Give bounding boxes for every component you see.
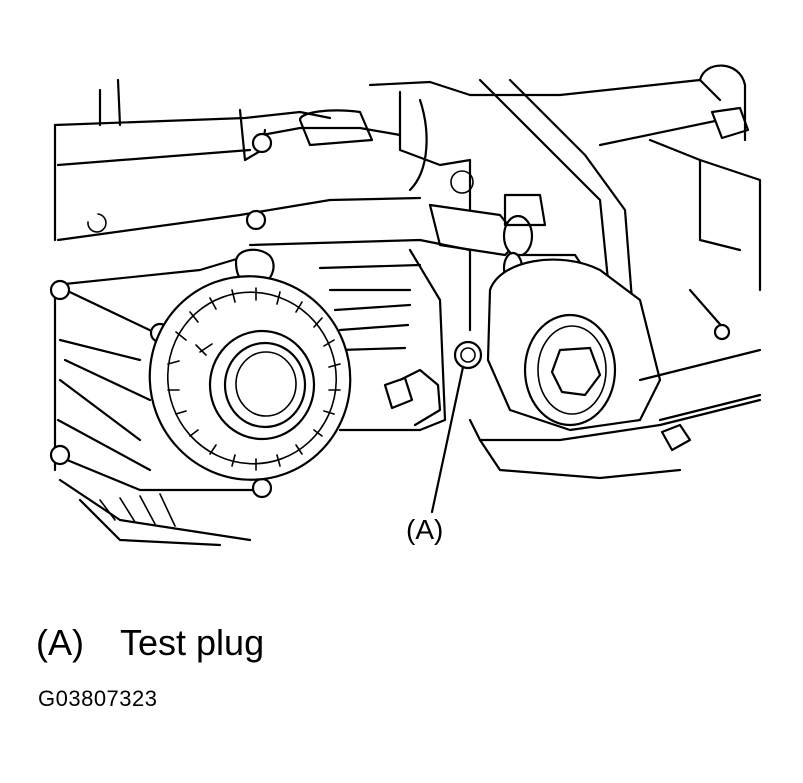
pulley-icon [148, 275, 352, 481]
legend-description: Test plug [120, 622, 265, 663]
engine-line-drawing [49, 64, 762, 547]
callout-label-a: (A) [406, 514, 444, 545]
test-plug-icon [453, 340, 483, 370]
legend-item: (A) Test plug [36, 622, 264, 664]
figure-id: G03807323 [38, 686, 158, 711]
legend-key: (A) [36, 622, 84, 663]
callout-leader [430, 365, 465, 514]
oil-filter-icon [486, 258, 662, 432]
